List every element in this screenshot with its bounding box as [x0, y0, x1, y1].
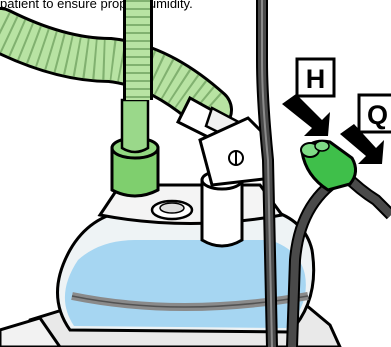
corrugated-tube — [0, 0, 210, 110]
svg-text:H: H — [306, 64, 326, 94]
chamber-inlet-connector — [112, 100, 158, 196]
svg-text:Q: Q — [367, 100, 388, 130]
green-plug-connector — [301, 141, 356, 190]
label-h: H — [297, 59, 334, 96]
label-q: Q — [359, 95, 391, 132]
arrow-h-icon — [282, 94, 330, 136]
